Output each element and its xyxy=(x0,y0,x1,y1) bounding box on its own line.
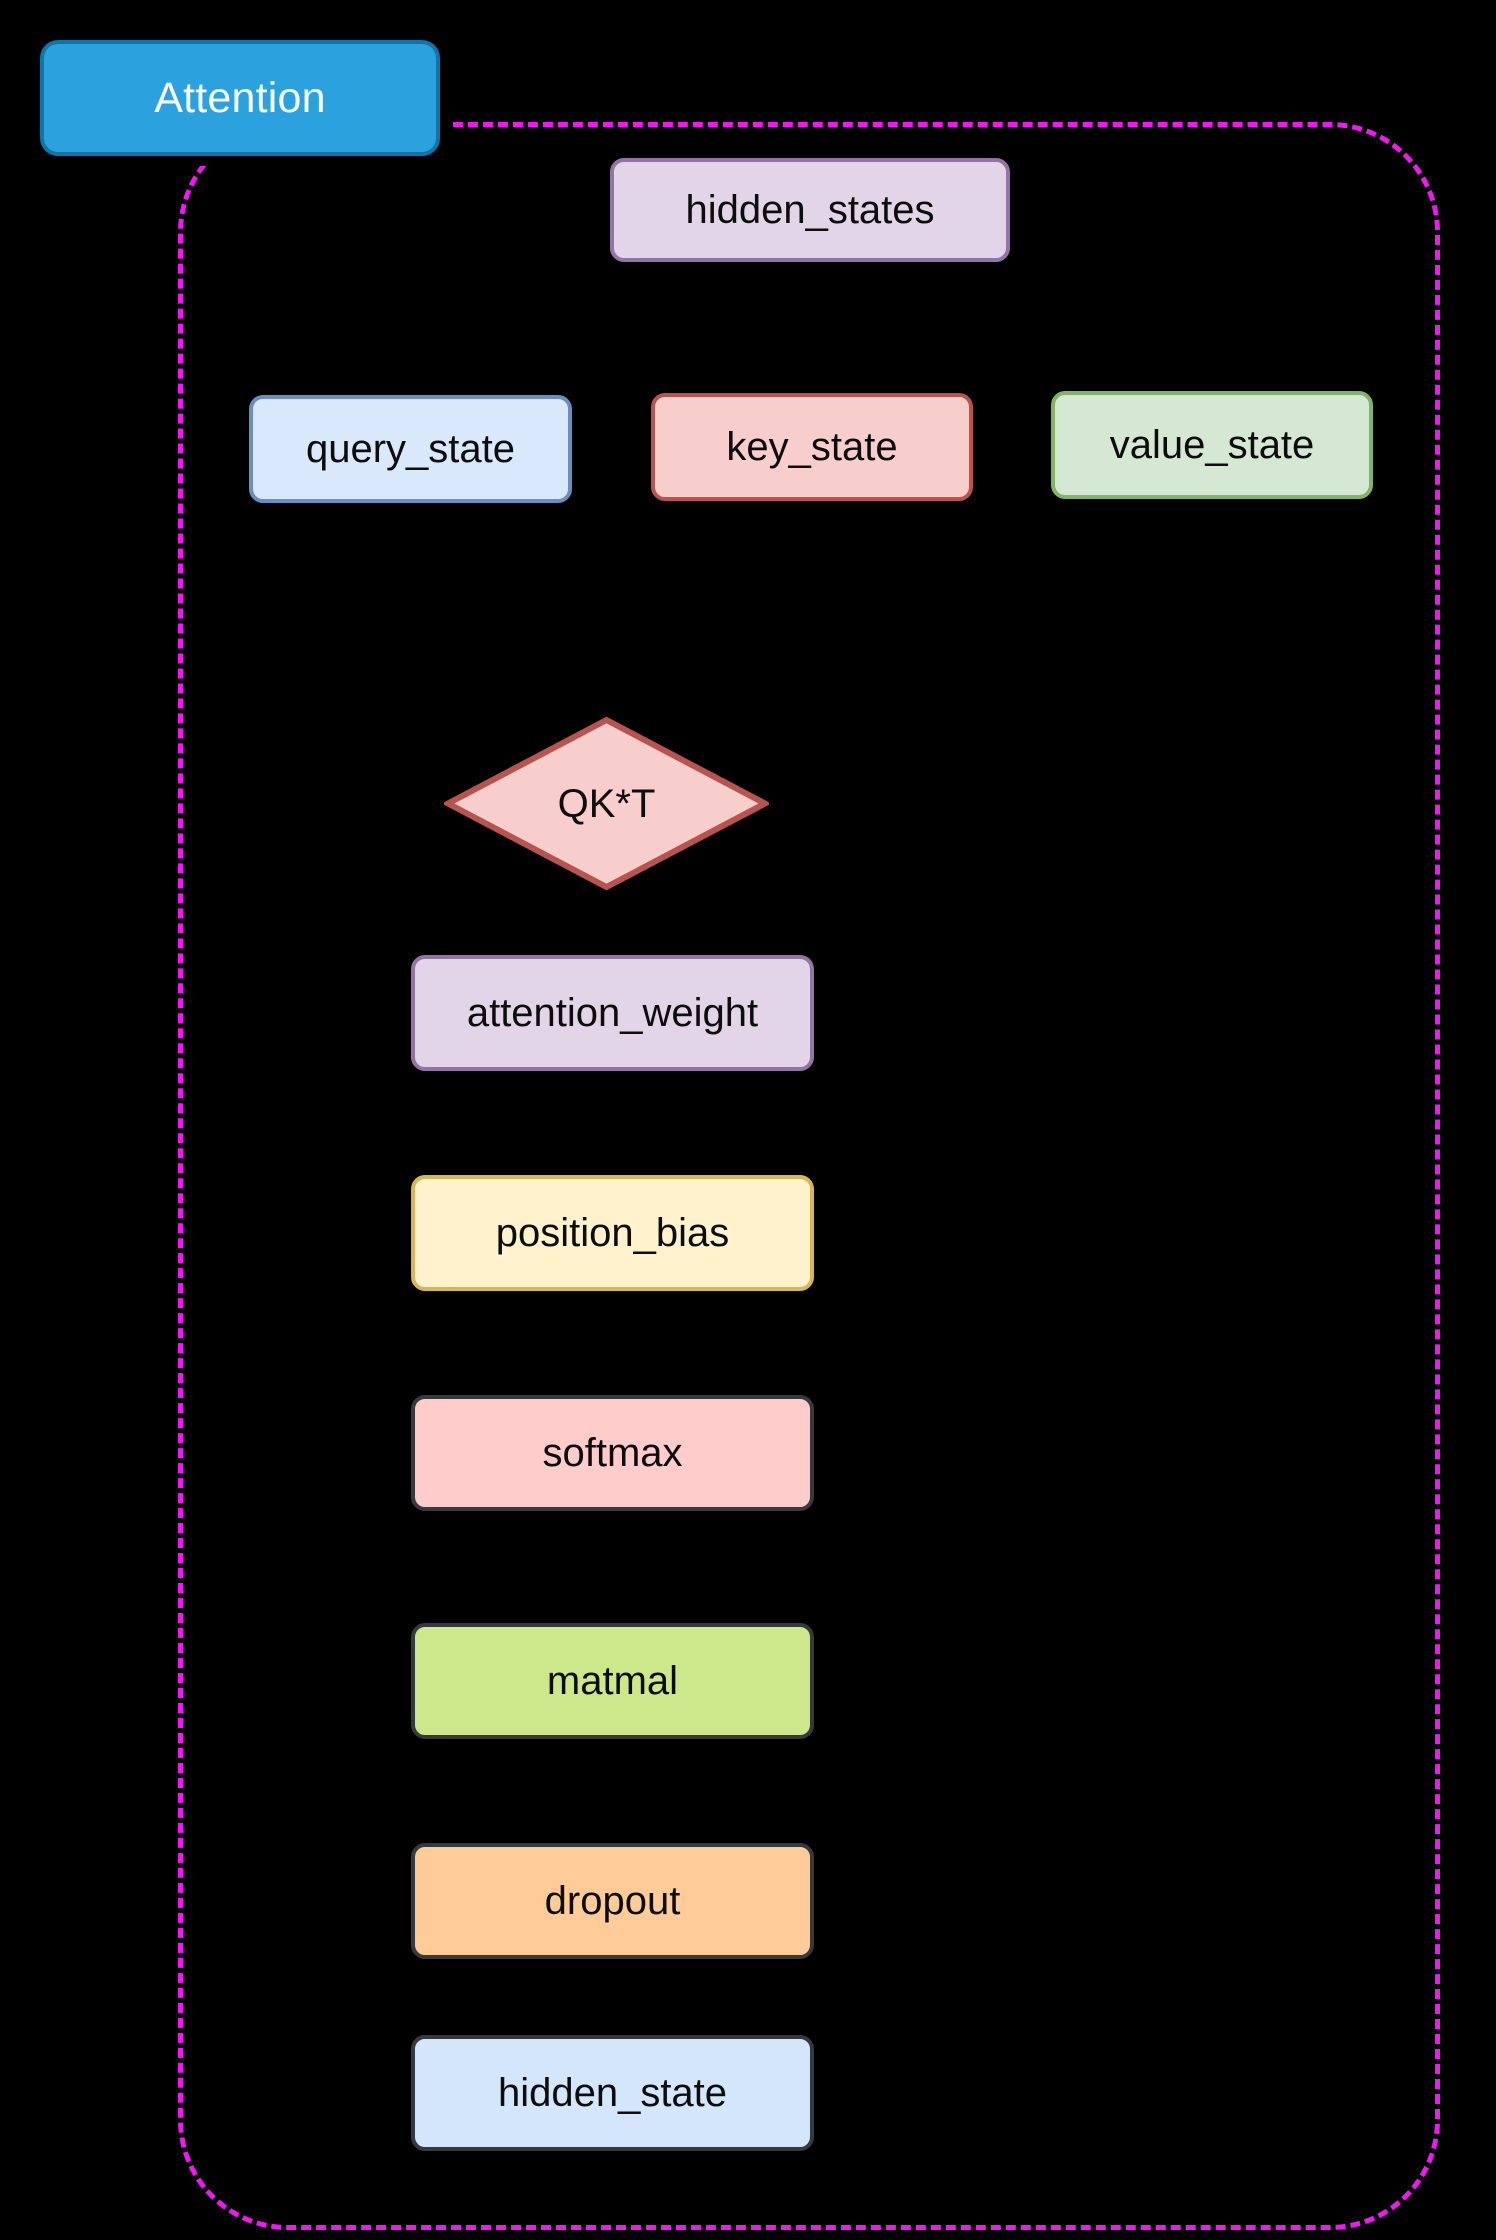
node-matmal-label: matmal xyxy=(546,1659,679,1703)
subgraph-title-attention[interactable]: Attention xyxy=(40,40,440,156)
node-value-state[interactable]: value_state xyxy=(1051,391,1373,499)
node-hidden-states[interactable]: hidden_states xyxy=(610,158,1010,262)
node-position-bias[interactable]: position_bias xyxy=(411,1175,814,1291)
node-matmal[interactable]: matmal xyxy=(411,1623,814,1739)
node-query-state-label: query_state xyxy=(305,427,516,471)
node-hidden-state-label: hidden_state xyxy=(497,2071,728,2115)
node-value-state-label: value_state xyxy=(1109,423,1315,467)
node-attention-weight[interactable]: attention_weight xyxy=(411,955,814,1071)
node-query-state[interactable]: query_state xyxy=(249,395,572,503)
node-attention-weight-label: attention_weight xyxy=(466,991,759,1035)
diamond-shape-icon xyxy=(444,716,769,891)
node-dropout[interactable]: dropout xyxy=(411,1843,814,1959)
node-qkt-diamond[interactable]: QK*T xyxy=(444,716,769,891)
subgraph-title-label: Attention xyxy=(154,73,326,122)
node-key-state-label: key_state xyxy=(726,425,898,469)
node-position-bias-label: position_bias xyxy=(495,1211,730,1255)
node-softmax-label: softmax xyxy=(542,1431,683,1475)
node-dropout-label: dropout xyxy=(544,1879,681,1923)
node-hidden-states-label: hidden_states xyxy=(685,188,935,232)
node-qkt-label: QK*T xyxy=(557,781,656,826)
node-hidden-state[interactable]: hidden_state xyxy=(411,2035,814,2151)
node-softmax[interactable]: softmax xyxy=(411,1395,814,1511)
subgraph-boundary-attention xyxy=(178,122,1440,2230)
node-key-state[interactable]: key_state xyxy=(651,393,973,501)
